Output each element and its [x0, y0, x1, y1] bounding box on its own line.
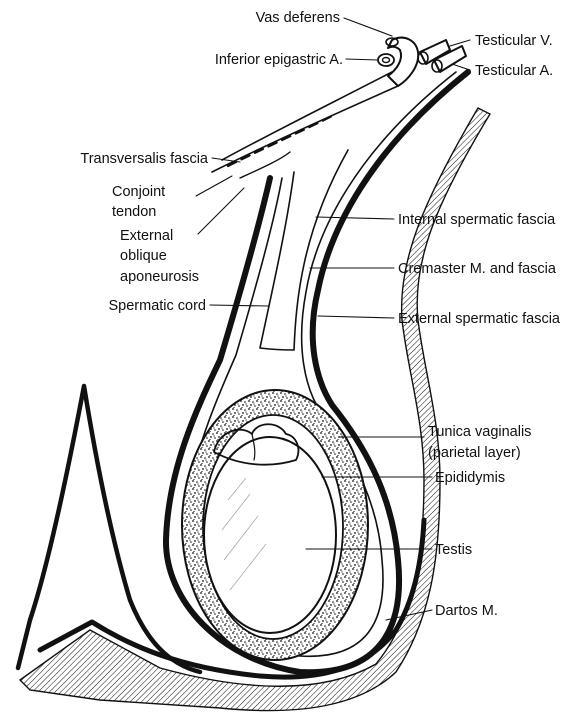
label-epididymis: Epididymis	[435, 470, 505, 486]
label-external-spermatic-fascia: External spermatic fascia	[398, 311, 561, 327]
cord-inner-layer	[260, 150, 348, 350]
testis-body	[204, 437, 336, 633]
label-cremaster: Cremaster M. and fascia	[398, 261, 557, 277]
label-testicular-artery: Testicular A.	[475, 63, 553, 79]
label-testis: Testis	[435, 542, 472, 558]
label-transversalis-fascia: Transversalis fascia	[80, 151, 209, 167]
label-conjoint-tendon-line2: tendon	[112, 204, 156, 220]
label-external-oblique-line3: aponeurosis	[120, 269, 199, 285]
label-spermatic-cord: Spermatic cord	[108, 298, 206, 314]
label-internal-spermatic-fascia: Internal spermatic fascia	[398, 212, 556, 228]
label-vas-deferens: Vas deferens	[256, 10, 340, 26]
label-dartos: Dartos M.	[435, 603, 498, 619]
label-external-oblique-line2: oblique	[120, 248, 167, 264]
label-tunica-vaginalis-line1: Tunica vaginalis	[428, 424, 531, 440]
inferior-epigastric-artery	[378, 54, 394, 66]
scrotal-fold-outline	[18, 386, 200, 672]
label-tunica-vaginalis-line2: (parietal layer)	[428, 445, 521, 461]
label-external-oblique-line1: External	[120, 228, 173, 244]
label-testicular-vein: Testicular V.	[475, 33, 553, 49]
testicular-vessels	[418, 40, 466, 72]
label-inferior-epigastric-artery: Inferior epigastric A.	[215, 52, 343, 68]
vas-deferens-tube	[386, 38, 418, 86]
label-conjoint-tendon-line1: Conjoint	[112, 184, 165, 200]
